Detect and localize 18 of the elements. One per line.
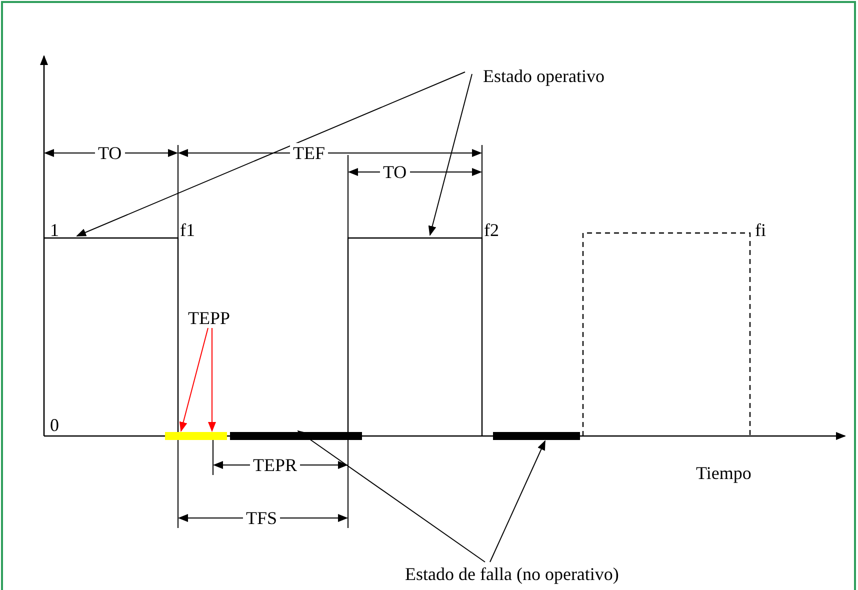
- level-label: 0: [50, 415, 59, 435]
- axis-label: Tiempo: [696, 463, 752, 483]
- leader-line: [297, 430, 486, 562]
- leader-line: [490, 440, 546, 562]
- leader-line: [208, 328, 216, 432]
- point-label: f1: [180, 220, 195, 240]
- state-label: Estado operativo: [483, 66, 604, 86]
- level-label: 1: [50, 220, 59, 240]
- leader-line: [428, 74, 472, 236]
- state-label: Estado de falla (no operativo): [405, 564, 619, 584]
- leader-line: [179, 328, 208, 432]
- state-label: TEPP: [188, 308, 230, 328]
- leader-line: [76, 72, 466, 236]
- failure-bar: [493, 432, 580, 440]
- point-label: f2: [484, 220, 499, 240]
- point-label: fi: [755, 220, 766, 240]
- preventive-bar: [165, 432, 227, 440]
- failure-bar: [230, 432, 362, 440]
